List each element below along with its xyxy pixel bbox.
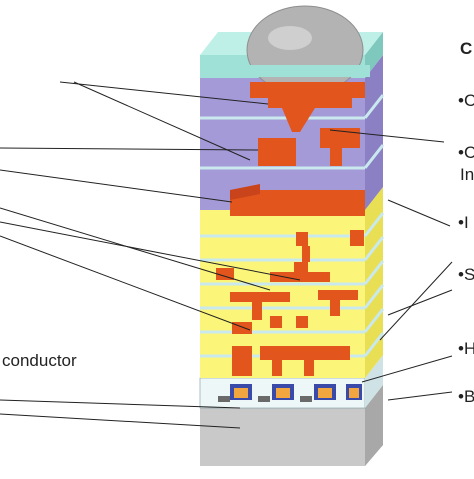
legend-item-1: •C [458,91,474,110]
substrate [200,385,383,466]
legend-item-2-line-2: In [460,165,474,184]
transistor-cells [218,384,362,402]
legend-item-2: •C [458,143,474,162]
legend-item-5: •H [458,339,474,358]
metal-interconnects [216,82,365,376]
leader-lines [0,81,453,429]
device-layer [199,355,383,409]
legend-item-6: •B [458,387,474,406]
left-label-conductor: conductor [2,351,77,370]
legend-item-4: •S [458,265,474,284]
legend-heading: C [460,39,473,58]
legend-item-3: •I [458,213,469,232]
